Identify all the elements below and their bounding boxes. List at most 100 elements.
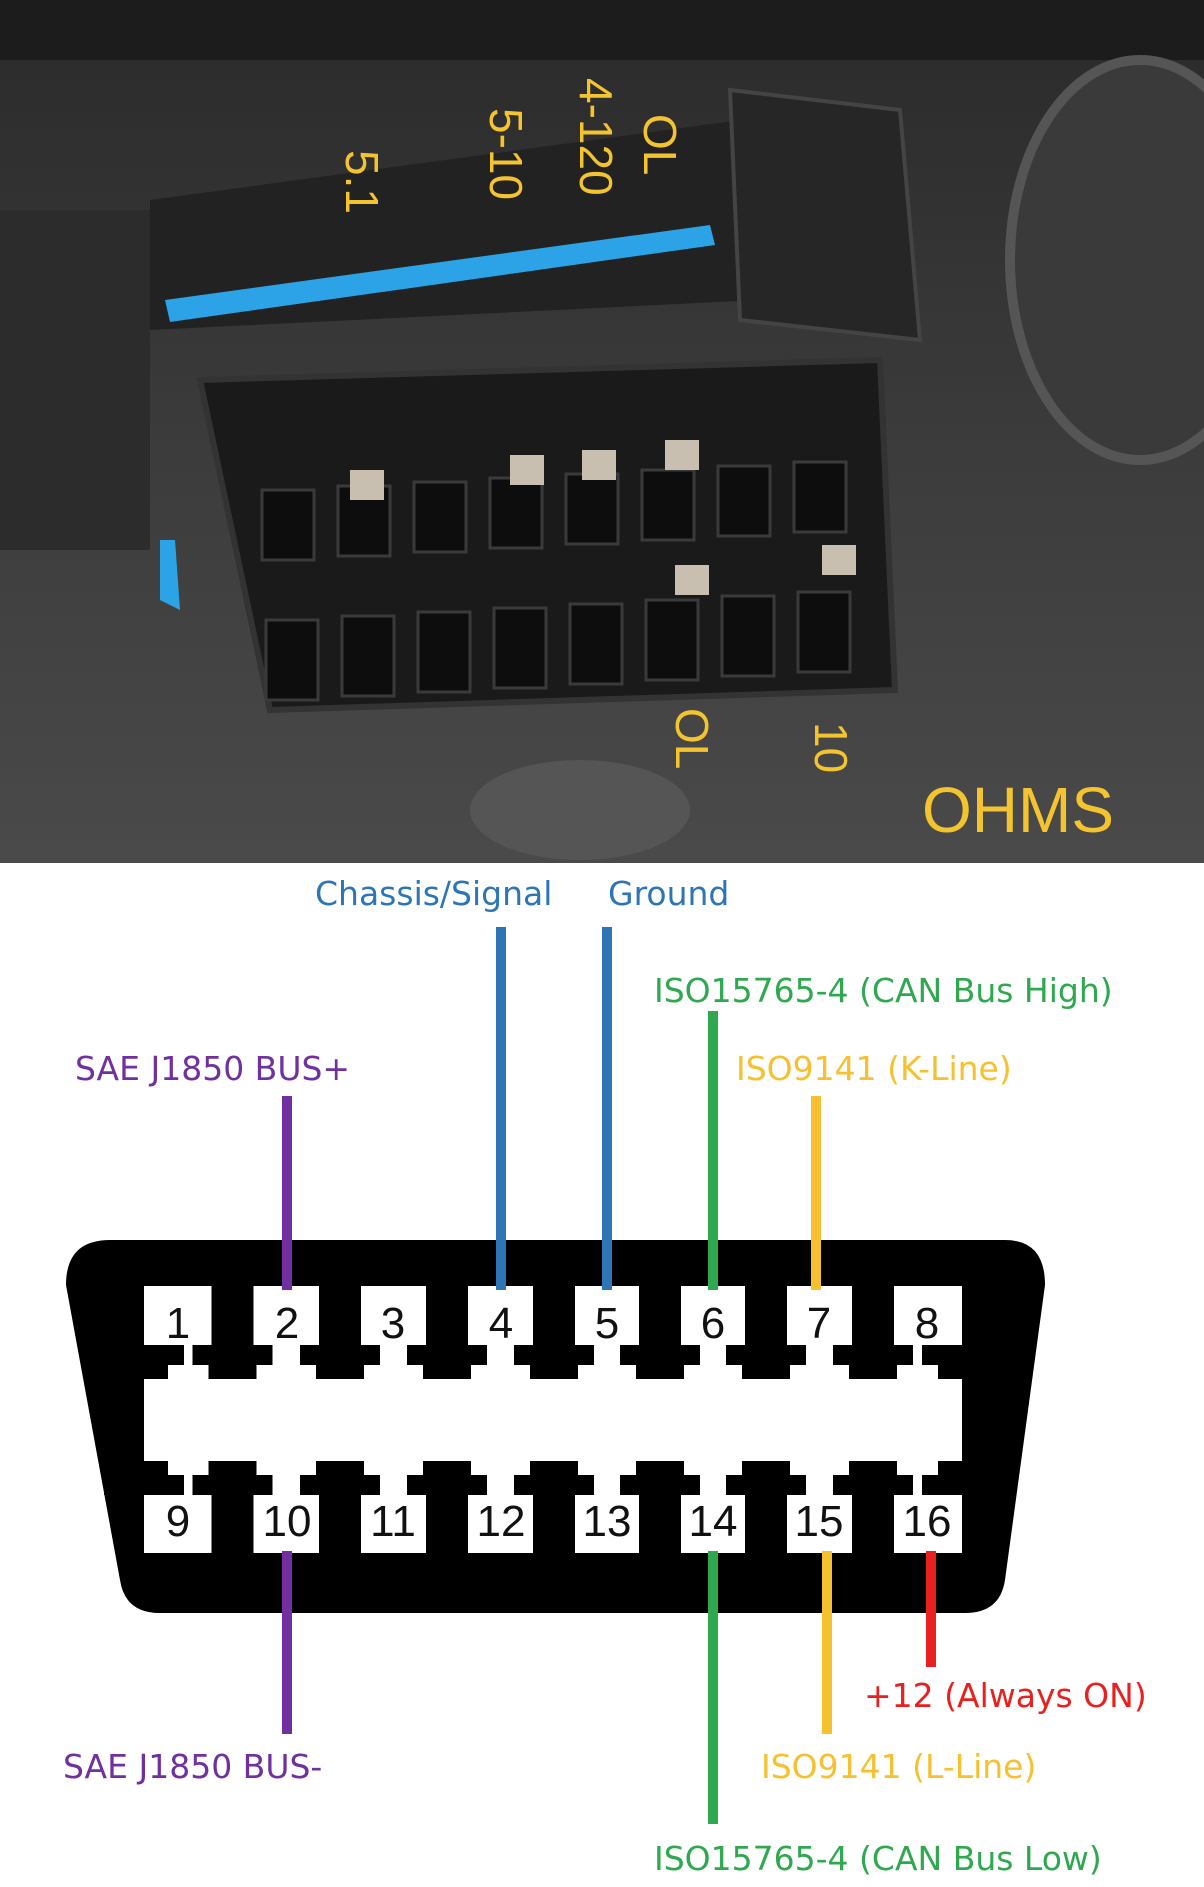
photo-pin-slot [720,594,776,678]
pin-number: 4 [489,1299,513,1348]
pin-number: 6 [701,1299,725,1348]
wire-pin-16 [926,1551,936,1667]
photo-pin-contact [350,470,384,500]
connector-housing [150,120,760,330]
pin-number: 14 [689,1497,738,1546]
pin-number: 8 [915,1299,939,1348]
pin-divider-head [407,1345,487,1365]
pin-divider-head [833,1345,913,1365]
photo: 5.1 5-10 4-120 OL OL 10 OHMS [0,0,1204,863]
pin-divider-stem [316,1365,364,1379]
label-j1850-minus: SAE J1850 BUS- [63,1747,322,1786]
photo-pin-contact [675,565,709,595]
pin-divider-stem [120,1461,168,1475]
pin-number: 2 [275,1299,299,1348]
wire-pin-5 [602,927,612,1290]
label-ground-2: Ground [608,874,729,913]
pin-divider-stem [742,1365,790,1379]
pin-number: 7 [807,1299,831,1348]
pin-divider-head [726,1345,806,1365]
pin-number: 10 [263,1497,312,1546]
pin-divider-stem [938,1365,986,1379]
pin-divider-stem [530,1461,578,1475]
pin-divider-head [620,1345,700,1365]
label-power: +12 (Always ON) [864,1676,1147,1715]
pin-divider-head [922,1475,1002,1495]
connector-clip [727,87,923,343]
wire-pin-4 [496,927,506,1290]
label-can-high: ISO15765-4 (CAN Bus High) [654,971,1113,1010]
pin-divider-stem [742,1461,790,1475]
wire-pin-10 [282,1551,292,1734]
photo-pin-contact [510,455,544,485]
photo-pin-slot [568,602,624,686]
label-j1850-plus: SAE J1850 BUS+ [75,1049,350,1088]
pin-divider-stem [849,1461,897,1475]
pin-divider-stem [208,1365,257,1379]
pin-divider-head [192,1345,273,1365]
pin-separators [104,1286,1002,1553]
photo-pin-slot [640,468,696,542]
foam-pad [470,760,690,860]
reading-pin-label: 4-120 [570,78,622,196]
photo-pin-contact [665,440,699,470]
pin-divider-stem [423,1461,471,1475]
pin-divider-head [104,1345,184,1365]
photo-pin-contact [582,450,616,480]
pin-divider-stem [208,1461,257,1475]
photo-pin-slot [796,590,852,674]
reading-pin-label: 5.1 [336,150,388,214]
pin-number: 3 [381,1299,405,1348]
photo-pin-slot [792,460,848,534]
pin-divider [211,1487,254,1553]
reading-pin-label: OL [666,708,718,769]
photo-pin-slot [488,476,544,550]
pin-divider-stem [120,1365,168,1379]
connector-pin-slots [260,440,856,702]
photo-pin-slot [564,472,620,546]
pin-divider [852,1487,894,1553]
wire-pin-6 [708,1011,718,1290]
foam-knob [1005,55,1204,465]
blue-strip-side [160,540,180,610]
unit-label: OHMS [922,774,1114,846]
pin-divider-stem [636,1461,684,1475]
photo-pin-slot [492,606,548,690]
pin-divider-stem [423,1365,471,1379]
pin-divider-head [922,1345,1002,1365]
reading-pin-label: OL [634,114,686,175]
pin-divider-head [300,1345,380,1365]
label-l-line: ISO9141 (L-Line) [761,1747,1036,1786]
pin-number: 16 [903,1497,952,1546]
label-ground: Chassis/Signal [315,874,552,913]
pin-divider [319,1487,361,1553]
wire-pin-7 [811,1096,821,1290]
photo-pin-slot [644,598,700,682]
pin-number: 5 [595,1299,619,1348]
pin-divider [639,1487,681,1553]
pin-number: 1 [166,1299,190,1348]
pin-number: 13 [583,1497,632,1546]
pin-number: 11 [370,1497,416,1546]
wire-pin-2 [282,1096,292,1290]
photo-pin-slot [716,464,772,538]
photo-pin-slot [416,610,472,694]
pin-divider-stem [938,1461,986,1475]
photo-pin-contact [822,545,856,575]
dash-left-panel [0,210,150,550]
pin-divider-stem [316,1461,364,1475]
reading-pin-label: 5-10 [480,108,532,200]
pin-divider [745,1487,787,1553]
pin-divider-stem [849,1365,897,1379]
pin-number: 12 [477,1497,526,1546]
pin-number: 15 [795,1497,844,1546]
reading-pin-label: 10 [805,722,857,773]
wire-pin-15 [822,1551,832,1734]
dash-trim [0,0,1204,60]
pin-divider [533,1487,575,1553]
wires [282,927,936,1824]
pin-divider-stem [530,1365,578,1379]
